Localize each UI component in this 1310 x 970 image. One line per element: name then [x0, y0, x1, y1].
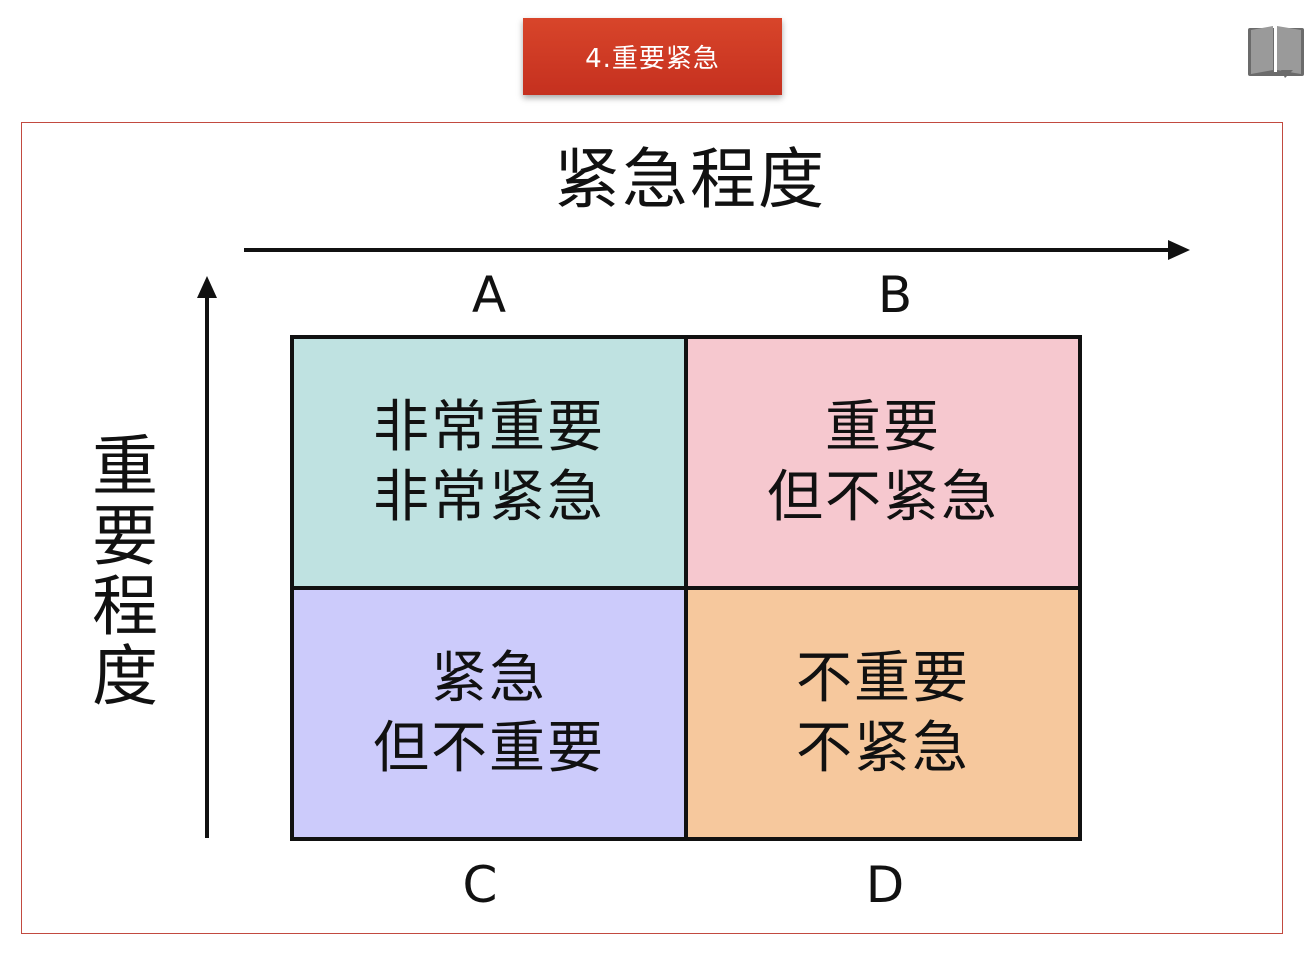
quadrant-b-line1: 重要	[825, 394, 941, 460]
slide-title-badge: 4.重要紧急	[523, 18, 782, 95]
quadrant-a-line2: 非常紧急	[373, 464, 605, 530]
book-icon[interactable]	[1245, 20, 1307, 80]
quadrant-b: 重要 但不紧急	[686, 339, 1078, 588]
y-axis-title: 重 要 程 度	[92, 428, 158, 715]
y-axis-arrowhead	[197, 276, 217, 298]
quadrant-d-line1: 不重要	[796, 645, 970, 711]
content-frame	[21, 122, 1283, 934]
x-axis-title: 紧急程度	[554, 141, 826, 218]
x-axis-arrowhead	[1168, 240, 1190, 260]
quadrant-d-line2: 不紧急	[796, 715, 970, 781]
quadrant-c-line2: 但不重要	[373, 715, 605, 781]
label-c: C	[462, 856, 498, 914]
label-a: A	[471, 266, 507, 324]
quadrant-b-line2: 但不紧急	[767, 464, 999, 530]
quadrant-a: 非常重要 非常紧急	[294, 339, 686, 588]
quadrant-grid: 非常重要 非常紧急 重要 但不紧急 紧急 但不重要 不重要 不紧急	[290, 335, 1082, 841]
label-d: D	[865, 856, 905, 914]
quadrant-a-line1: 非常重要	[373, 394, 605, 460]
slide-title: 4.重要紧急	[585, 44, 720, 74]
quadrant-d: 不重要 不紧急	[686, 588, 1078, 837]
label-b: B	[877, 266, 913, 324]
quadrant-c: 紧急 但不重要	[294, 588, 686, 837]
quadrant-c-line1: 紧急	[431, 645, 547, 711]
